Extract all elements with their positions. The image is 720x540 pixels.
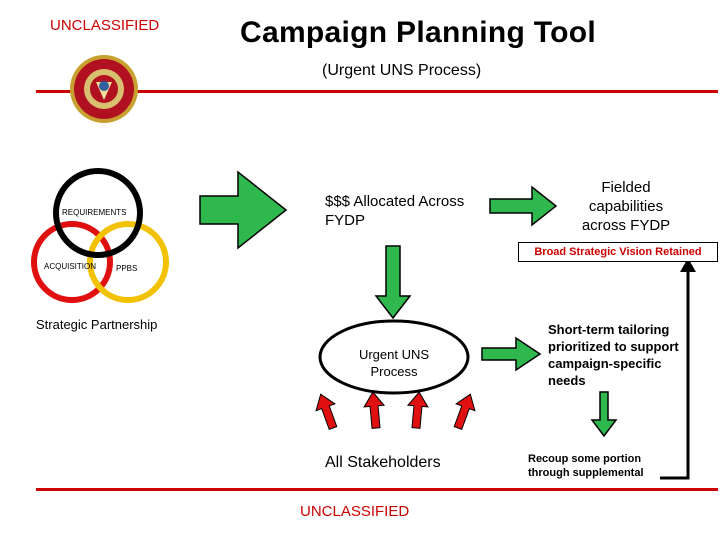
stakeholder-arrows	[315, 391, 476, 431]
venn-label-requirements: REQUIREMENTS	[62, 208, 127, 217]
broad-vision-box: Broad Strategic Vision Retained	[518, 242, 718, 262]
requirements-circle	[53, 168, 143, 258]
acquisition-circle	[31, 221, 113, 303]
arrow-down-to-urgent	[374, 245, 412, 320]
urgent-uns-ellipse	[318, 319, 470, 395]
arrow-urgent-to-shortterm	[481, 336, 542, 372]
recoup-label: Recoup some portion through supplemental	[528, 453, 644, 479]
header-divider	[36, 90, 718, 93]
page-subtitle: (Urgent UNS Process)	[322, 62, 482, 79]
stakeholders-label: All Stakeholders	[325, 454, 441, 471]
arrow-allocated-to-fielded	[489, 185, 558, 227]
venn-diagram	[31, 168, 169, 303]
urgent-uns-label: Urgent UNS Process	[358, 347, 430, 379]
big-arrow-right	[199, 170, 288, 250]
venn-label-acquisition: ACQUISITION	[44, 262, 97, 271]
allocated-label: $$$ Allocated Across FYDP	[325, 193, 465, 229]
page-title: Campaign Planning Tool	[240, 16, 597, 49]
classification-top: UNCLASSIFIED	[50, 17, 160, 34]
short-term-label: Short-term tailoring prioritized to supp…	[548, 322, 679, 388]
ppbs-circle	[87, 221, 169, 303]
classification-bottom: UNCLASSIFIED	[300, 503, 410, 520]
arrow-down-to-recoup	[590, 391, 618, 438]
feedback-loop	[660, 258, 696, 480]
seal-emblem	[70, 55, 138, 123]
venn-caption: Strategic Partnership	[36, 317, 158, 332]
fielded-label: Fielded capabilities across FYDP	[581, 179, 671, 234]
footer-divider	[36, 488, 718, 491]
venn-label-ppbs: PPBS	[116, 264, 138, 273]
